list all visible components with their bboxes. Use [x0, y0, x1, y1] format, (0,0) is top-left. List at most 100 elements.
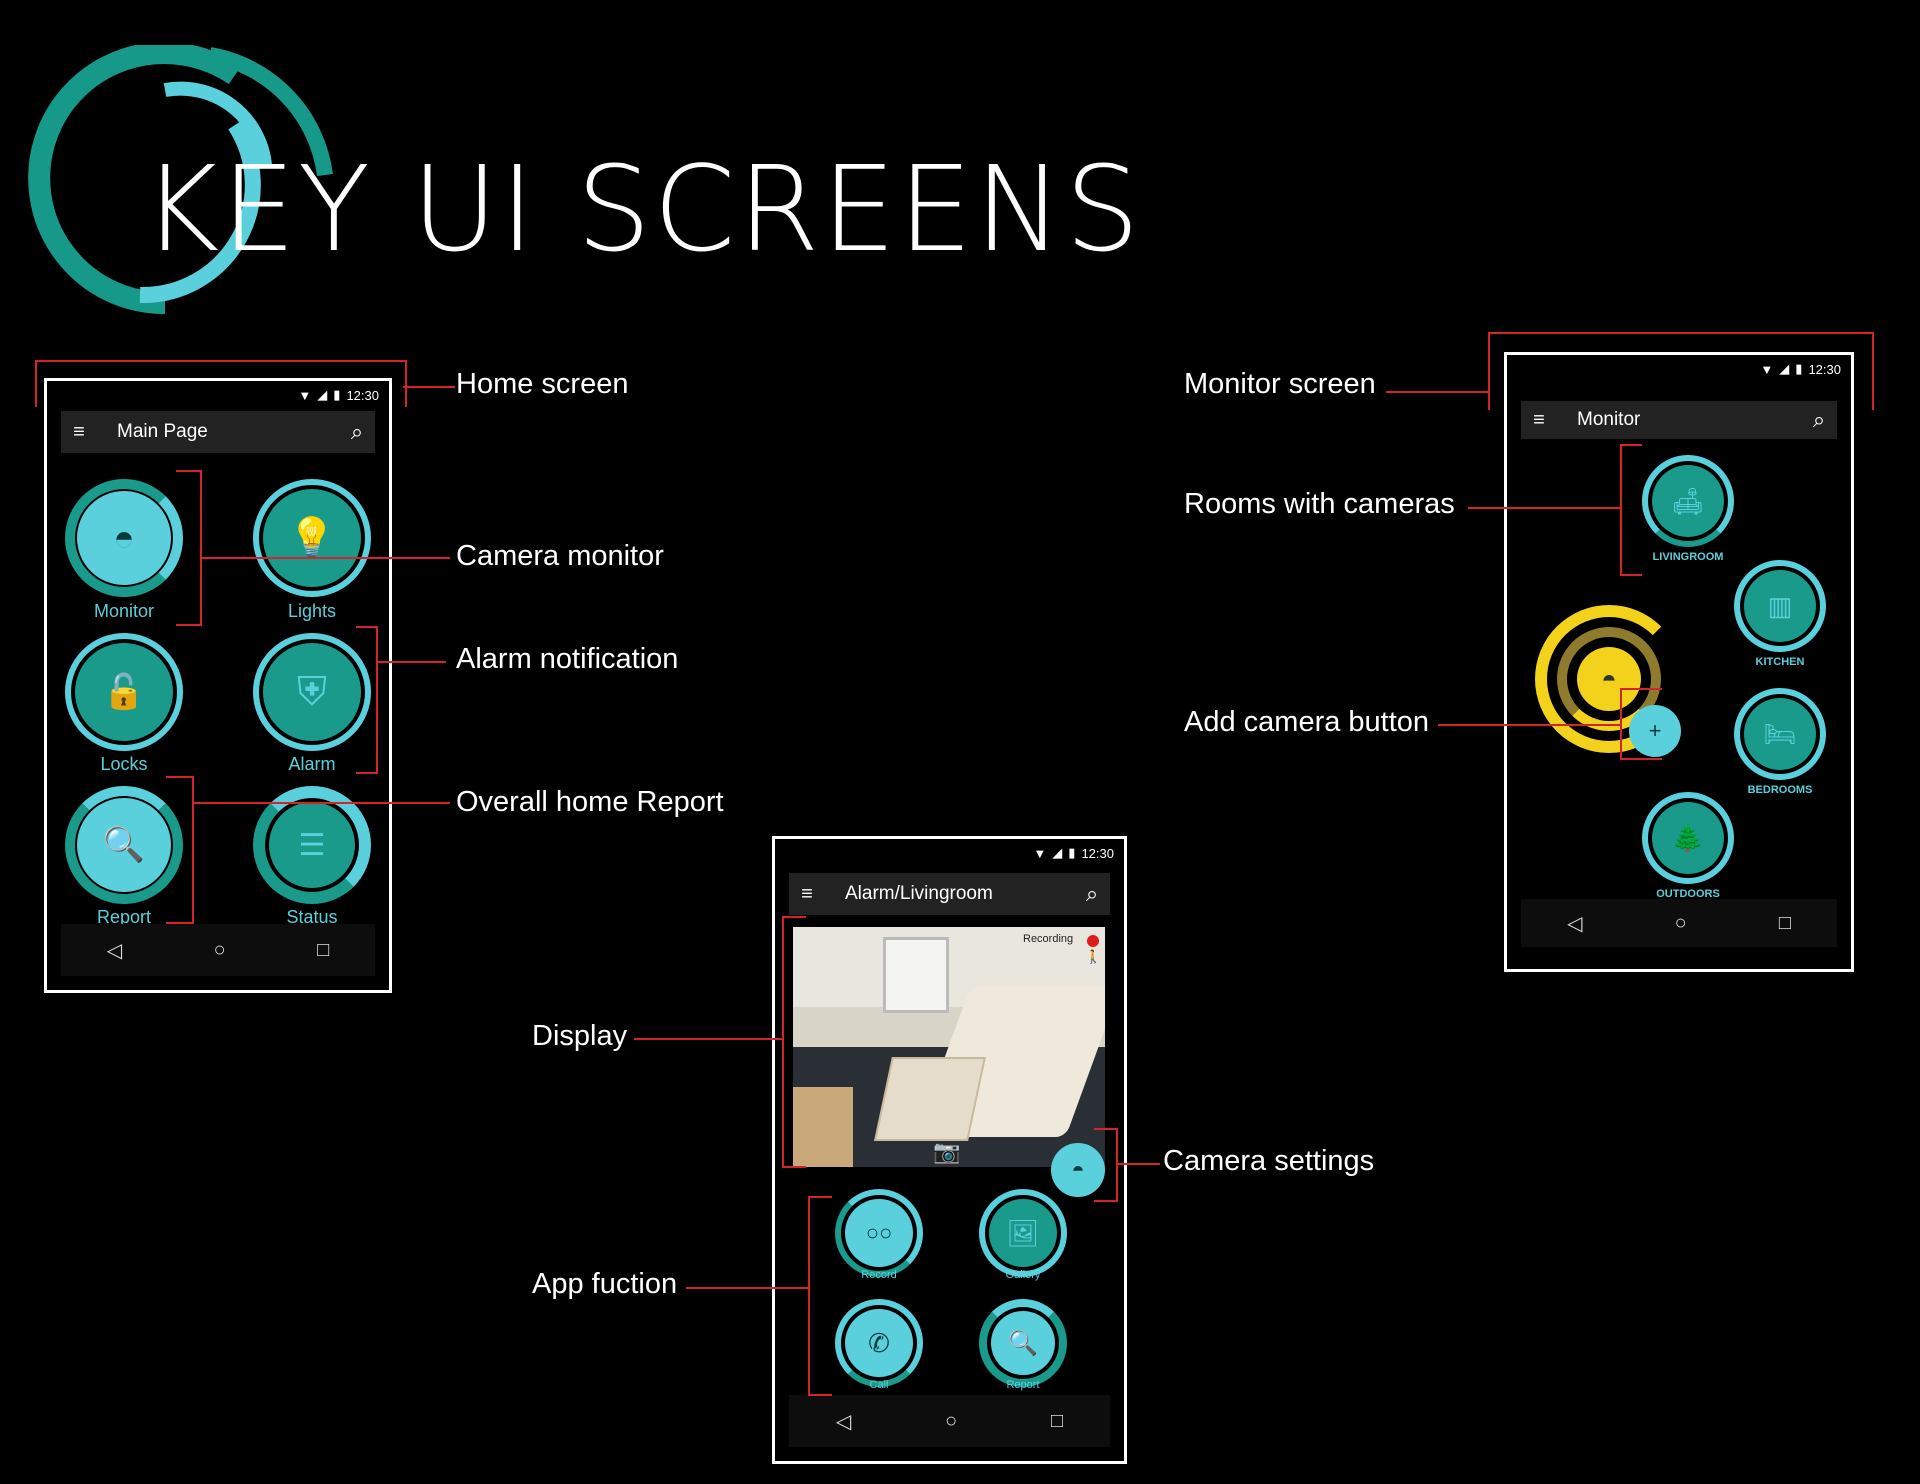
sliders-icon: ☰: [298, 828, 326, 862]
search-icon[interactable]: ⌕: [350, 419, 364, 444]
clock: 12:30: [1808, 361, 1841, 377]
app-function-bracket: [808, 1196, 832, 1396]
home-button[interactable]: ○: [945, 1409, 958, 1432]
battery-icon: ▮: [1068, 845, 1076, 860]
callout-display: Display: [532, 1020, 628, 1052]
camera-settings-bracket: [1094, 1128, 1118, 1202]
status-bar: ▼ ◢ ▮ 12:30: [1033, 845, 1114, 861]
recents-button[interactable]: □: [1050, 1409, 1064, 1432]
report-icon: 🔍: [1008, 1329, 1038, 1357]
wifi-icon: ▼: [1033, 845, 1047, 861]
home-phone: ▼ ◢ ▮ 12:30 ≡ Main Page ⌕ ◓ Monitor 💡 Li…: [44, 378, 392, 993]
sofa-icon: 🛋: [1671, 485, 1705, 516]
search-icon[interactable]: ⌕: [1085, 881, 1099, 906]
monitor-screen-bracket: [1488, 332, 1874, 410]
alarm-bracket: [356, 626, 378, 774]
app-bar-title: Main Page: [117, 421, 208, 442]
callout-alarm-notification: Alarm notification: [456, 643, 679, 675]
menu-icon[interactable]: ≡: [73, 420, 85, 443]
room-label: KITCHEN: [1755, 656, 1805, 668]
app-bar: ≡ Alarm/Livingroom ⌕: [789, 873, 1110, 915]
camera-display[interactable]: Recording 🚶 📷: [793, 927, 1105, 1167]
function-label: Report: [1006, 1379, 1040, 1391]
status-bar: ▼ ◢ ▮ 12:30: [1760, 361, 1841, 377]
signal-icon: ◢: [317, 387, 328, 402]
alarm-phone: ▼ ◢ ▮ 12:30 ≡ Alarm/Livingroom ⌕ Recordi…: [772, 836, 1127, 1464]
battery-icon: ▮: [333, 387, 341, 402]
rooms-bracket: [1620, 444, 1642, 576]
tile-label: Monitor: [93, 601, 155, 621]
function-label: Record: [861, 1269, 897, 1281]
recents-button[interactable]: □: [317, 938, 330, 961]
nav-bar: ◁ ○ □: [61, 924, 375, 976]
app-bar-title: Alarm/Livingroom: [845, 883, 993, 904]
tile-label: Alarm: [288, 754, 336, 774]
function-label: Gallery: [1005, 1269, 1041, 1281]
function-label: Call: [869, 1379, 889, 1391]
callout-overall-report: Overall home Report: [456, 786, 724, 818]
gallery-icon: 🖼: [1006, 1217, 1040, 1248]
camera-icon: ◓: [113, 517, 135, 558]
back-button[interactable]: ◁: [106, 939, 123, 962]
monitor-phone: ▼ ◢ ▮ 12:30 ≡ Monitor ⌕ 🛋 LIVINGROOM ▥ K…: [1504, 352, 1854, 972]
back-button[interactable]: ◁: [835, 1410, 852, 1433]
clock: 12:30: [1081, 845, 1114, 861]
shield-icon: ⛨: [297, 669, 327, 714]
camera-settings-button[interactable]: ◓: [1051, 1143, 1105, 1197]
camera-icon: ◓: [1071, 1157, 1085, 1182]
display-bracket: [782, 916, 806, 1168]
status-bar: ▼ ◢ ▮ 12:30: [298, 387, 379, 403]
report-icon: 🔍: [102, 826, 146, 864]
clock: 12:30: [346, 387, 379, 403]
recording-dot-icon: [1087, 935, 1099, 947]
menu-icon[interactable]: ≡: [1533, 408, 1545, 431]
page-title: KEY UI SCREENS: [142, 140, 1142, 278]
motion-icon: 🚶: [1085, 949, 1102, 964]
tile-label: Status: [286, 907, 338, 927]
bed-icon: 🛏: [1763, 718, 1797, 749]
tree-icon: 🌲: [1671, 822, 1705, 853]
bulb-icon: 💡: [288, 517, 336, 559]
recording-label: Recording: [1023, 933, 1074, 945]
callout-home-screen: Home screen: [456, 368, 629, 400]
room-label: BEDROOMS: [1747, 784, 1813, 796]
phone-icon: ✆: [868, 1327, 890, 1358]
snapshot-icon[interactable]: 📷: [933, 1139, 961, 1164]
callout-app-function: App fuction: [532, 1268, 678, 1300]
add-camera-button[interactable]: +: [1629, 705, 1681, 757]
app-bar-title: Monitor: [1577, 409, 1641, 430]
search-icon[interactable]: ⌕: [1812, 407, 1826, 432]
signal-icon: ◢: [1779, 361, 1790, 376]
tile-label: Locks: [100, 754, 148, 774]
room-label: LIVINGROOM: [1652, 551, 1724, 563]
callout-camera-monitor: Camera monitor: [456, 540, 664, 572]
home-button[interactable]: ○: [1674, 911, 1687, 934]
app-bar: ≡ Main Page ⌕: [61, 411, 375, 453]
recents-button[interactable]: □: [1778, 911, 1791, 934]
callout-camera-settings: Camera settings: [1163, 1145, 1375, 1177]
report-bracket: [166, 776, 194, 924]
callout-rooms-with-cameras: Rooms with cameras: [1184, 488, 1455, 520]
plus-icon: +: [1648, 718, 1662, 743]
home-button[interactable]: ○: [213, 938, 226, 961]
home-screen-bracket: [35, 360, 407, 407]
add-camera-bracket: [1620, 688, 1662, 760]
back-button[interactable]: ◁: [1567, 912, 1583, 935]
callout-monitor-screen: Monitor screen: [1184, 368, 1376, 400]
wifi-icon: ▼: [1760, 361, 1774, 377]
lock-icon: 🔓: [102, 673, 146, 711]
tile-label: Lights: [287, 601, 337, 621]
nav-bar: ◁ ○ □: [789, 1395, 1110, 1447]
room-label: OUTDOORS: [1656, 888, 1720, 900]
fridge-icon: ▥: [1767, 590, 1793, 621]
camera-monitor-bracket: [176, 470, 202, 626]
wifi-icon: ▼: [298, 387, 312, 403]
signal-icon: ◢: [1052, 845, 1063, 860]
callout-add-camera-button: Add camera button: [1184, 706, 1430, 738]
camera-icon: ◓: [1601, 663, 1617, 694]
menu-icon[interactable]: ≡: [801, 882, 813, 905]
battery-icon: ▮: [1795, 361, 1803, 376]
voicemail-icon: ○○: [865, 1220, 893, 1245]
app-bar: ≡ Monitor ⌕: [1521, 401, 1837, 439]
tile-label: Report: [96, 907, 152, 927]
